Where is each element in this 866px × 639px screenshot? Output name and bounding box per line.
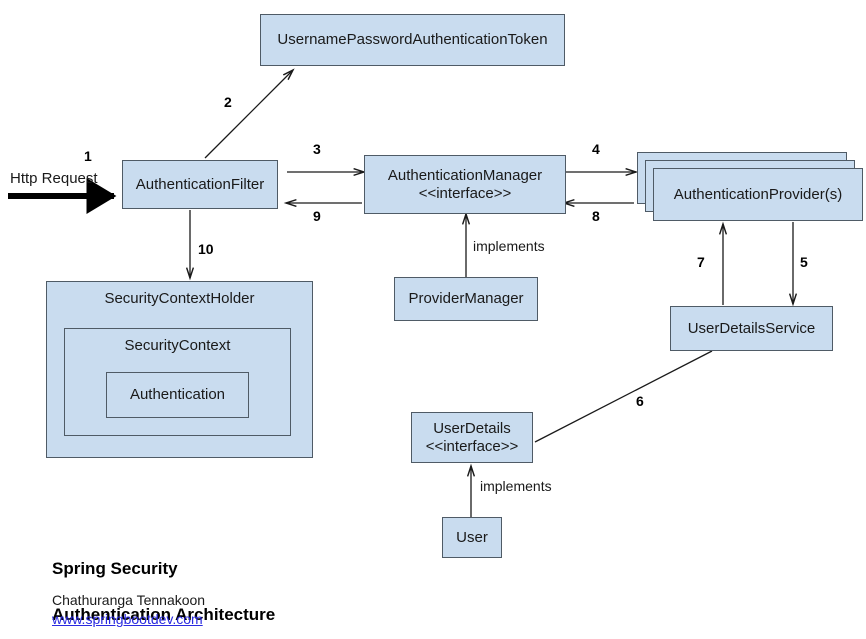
label-step-3: 3: [313, 141, 321, 157]
node-authentication-filter[interactable]: AuthenticationFilter: [122, 160, 278, 209]
label-step-5: 5: [800, 254, 808, 270]
label-step-4: 4: [592, 141, 600, 157]
label-step-7: 7: [697, 254, 705, 270]
label-step-1: 1: [84, 148, 92, 164]
label-step-2: 2: [224, 94, 232, 110]
node-provider-manager[interactable]: ProviderManager: [394, 277, 538, 321]
node-user-details-service[interactable]: UserDetailsService: [670, 306, 833, 351]
label-http-request: Http Request: [10, 170, 98, 187]
caption-author: Chathuranga Tennakoon: [52, 592, 206, 608]
label-step-6: 6: [636, 393, 644, 409]
label-implements-provider-manager: implements: [473, 238, 545, 254]
label-step-10: 10: [198, 241, 214, 257]
label-step-8: 8: [592, 208, 600, 224]
node-username-password-authentication-token[interactable]: UsernamePasswordAuthenticationToken: [260, 14, 565, 66]
caption-title: Spring Security Authentication Architect…: [52, 535, 275, 627]
node-authentication-provider[interactable]: AuthenticationProvider(s): [653, 168, 863, 221]
caption-title-line2: Authentication Architecture: [52, 604, 276, 624]
edge-2-token: [204, 70, 293, 159]
caption-website-link[interactable]: www.springbootdev.com: [52, 611, 203, 627]
node-user-details[interactable]: UserDetails <<interface>>: [411, 412, 533, 463]
edge-6-user-details: [534, 350, 713, 443]
node-authentication[interactable]: Authentication: [106, 372, 249, 418]
label-step-9: 9: [313, 208, 321, 224]
label-implements-user: implements: [480, 478, 552, 494]
caption-title-line1: Spring Security: [52, 558, 178, 578]
node-authentication-manager[interactable]: AuthenticationManager <<interface>>: [364, 155, 566, 214]
node-user[interactable]: User: [442, 517, 502, 558]
